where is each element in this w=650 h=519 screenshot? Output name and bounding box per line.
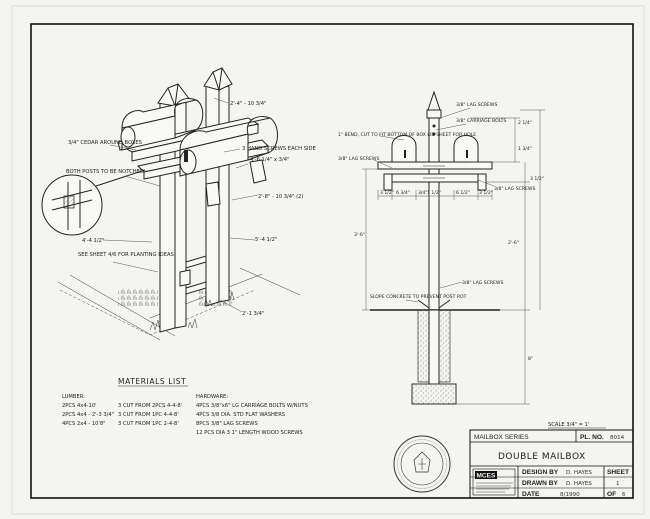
drawn-by-label: DRAWN BY [522, 480, 559, 487]
logo-mark: MCES [477, 473, 496, 480]
materials-list: MATERIALS LIST LUMBER: 2PCS 4x4-10' 2PCS… [62, 377, 308, 436]
dimension-f: 8" [528, 356, 533, 362]
lumber-item: 2PCS 4x4-10' [62, 403, 97, 409]
sheet-border [30, 23, 634, 499]
segment-4: 6 1/2" [456, 190, 470, 196]
dimension-d: 2'-6" [508, 240, 519, 246]
top-dimension-note: 2'-4" - 10 3/4" [230, 101, 266, 107]
scale-note: SCALE 3/4" = 1' [548, 422, 589, 428]
bolt-dimension-note: 4'-6 1/4" x 3/4" [250, 157, 289, 163]
top-lag-screws-note: 3/8" LAG SCREWS [456, 102, 497, 108]
title-block: MAILBOX SERIES PL. NO. 8014 DOUBLE MAILB… [469, 429, 634, 499]
see-sheet-note: SEE SHEET 4/6 FOR PLANTING IDEAS [78, 252, 174, 258]
carriage-bolts-note: 3/8" CARRIAGE BOLTS [456, 118, 506, 124]
plan-number: 8014 [610, 435, 625, 441]
design-by-label: DESIGN BY [522, 469, 559, 476]
front-elevation: 3/8" LAG SCREWS 3/8" CARRIAGE BOLTS 1" B… [338, 90, 545, 405]
hardware-heading: HARDWARE: [196, 394, 228, 400]
series-label: MAILBOX SERIES [474, 434, 529, 441]
dimension-c: 3 1/2" [530, 176, 544, 182]
left-post-dimension: 4'-4 1/2" [82, 238, 104, 244]
lumber-item: 2PCS 4x4 - 2'-3 3/4" [62, 412, 114, 418]
plan-number-label: PL. NO. [580, 434, 604, 441]
left-lag-screws-note: 3/8" LAG SCREWS [338, 156, 379, 162]
segment-1: 3 1/2" [380, 190, 394, 196]
drawing-title: DOUBLE MAILBOX [498, 452, 586, 462]
sheet-outer-edge [11, 5, 645, 515]
lumber-item: 4PCS 2x4 - 10'8" [62, 421, 106, 427]
cut-item: 3 CUT FROM 1PC 4-4-8' [118, 412, 179, 418]
hardware-item: 4PCS 3/8"x6" LG CARRIAGE BOLTS W/NUTS [196, 403, 308, 409]
sheet-total: 6 [622, 492, 626, 498]
dimension-b: 1 3/4" [518, 146, 532, 152]
bend-note: 1" BEND, CUT TO FIT BOTTOM OF BOX LID SH… [338, 132, 476, 138]
cut-item: 3 CUT FROM 2PCS 4-4-8' [118, 403, 182, 409]
base-dimension-note: 2'-1 3/4" [242, 311, 264, 317]
dimension-e: 3'-6" [354, 232, 365, 238]
right-post-dimension: 5'-4 1/2" [255, 237, 277, 243]
hand-screws-note: 3 HAND SCREWS EACH SIDE [242, 146, 316, 152]
segment-2: 6 3/4" [396, 190, 410, 196]
segment-3: 1 1/2" [427, 190, 441, 196]
sheet-number: 1 [616, 481, 620, 487]
cut-item: 3 CUT FROM 1PC 2-4-8' [118, 421, 179, 427]
date-label: DATE [522, 491, 540, 498]
sheet-label: SHEET [607, 469, 629, 476]
middle-lag-screws-note: 3/8" LAG SCREWS [462, 280, 503, 286]
hardware-item: 8PCS 3/8" LAG SCREWS [196, 421, 258, 427]
slope-concrete-note: SLOPE CONCRETE TO PREVENT POST ROT [370, 294, 467, 300]
lumber-heading: LUMBER: [62, 394, 85, 400]
hardware-item: 12 PCS DIA 3 1" LENGTH WOOD SCREWS [196, 430, 303, 436]
cedar-brace-note: 3/4" CEDAR AROUND BOXES [68, 140, 142, 146]
hardware-item: 4PCS 3/8 DIA. STD FLAT WASHERS [196, 412, 285, 418]
drawn-by-value: D. HAYES [566, 481, 592, 487]
date-value: 8/1990 [560, 492, 580, 498]
notched-posts-note: BOTH POSTS TO BE NOTCHED [66, 169, 144, 175]
of-label: OF [607, 491, 616, 498]
materials-title: MATERIALS LIST [118, 377, 186, 386]
right-lag-screws-note: 3/8" LAG SCREWS [494, 186, 535, 192]
design-by-value: D. HAYES [566, 470, 592, 476]
cross-dimension-note: 2'-8" - 10 3/4" (2) [258, 194, 303, 200]
segment-5: 3 1/2" [479, 190, 493, 196]
university-seal-icon [393, 435, 451, 493]
dimension-a: 2 1/4" [518, 120, 532, 126]
segment-6: 3/4" [418, 190, 428, 196]
isometric-view: 2'-4" - 10 3/4" 3 HAND SCREWS EACH SIDE … [41, 67, 316, 341]
